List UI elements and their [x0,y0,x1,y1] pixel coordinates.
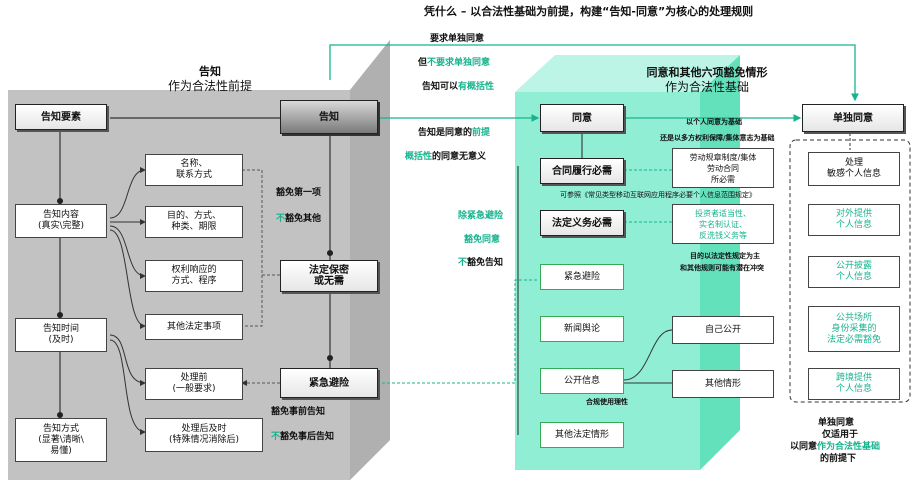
exempt-before-label: 豁免事前告知 [271,407,326,417]
method-box: 告知方式 (显著\清晰\ 易懂) [15,418,107,462]
notice-elements-box: 告知要素 [15,104,107,130]
labor-box: 劳动规章制度/集体 劳动合同 所必需 [672,148,774,188]
notice-box: 告知 [280,100,378,134]
self-public-box: 自己公开 [672,316,774,344]
left-panel-title: 告知 作为合法性前提 [150,65,270,93]
investor-box: 投资者适当性、 实名制认证、 反洗钱义务等 [672,204,774,244]
page-title: 凭什么 – 以合法性基础为前提，构建“告知-同意”为核心的处理规则 [424,5,754,18]
premise-label: 告知是同意的前提 [418,128,491,138]
name-box: 名称、 联系方式 [145,154,243,186]
collective-note: 还是以多方权利保障/集体意志为基础 [660,134,775,142]
exempt-consent-label: 豁免同意 [464,235,501,245]
footer-line3: 以同意作为合法性基础 [790,442,881,452]
consent-box: 同意 [540,104,624,132]
node-dot [327,250,333,256]
right-subtitle: 作为合法性基础 [664,80,749,94]
node-dot [57,412,63,418]
content-box: 告知内容 (真实\完整) [15,204,107,238]
right-title: 同意和其他六项豁免情形 [646,66,768,79]
legal-duty-box: 法定义务必需 [540,210,624,236]
require-separate-label: 要求单独同意 [430,34,485,44]
purpose-limit-note: 目的以法定性规定为主 [690,252,760,260]
footer-line2: 仅适用于 [822,430,859,440]
emergency-box-left: 紧急避险 [280,368,378,398]
ref-note: 可参照《常见类型移动互联网应用程序必要个人信息范围规定》 [560,191,756,199]
time-box: 告知时间 (及时) [15,318,107,352]
node-dot [57,198,63,204]
emergency-box-right: 紧急避险 [540,264,624,290]
separate-consent-box: 单独同意 [802,104,904,132]
node-dot [327,355,333,361]
node-dot [57,312,63,318]
provide-box: 对外提供 个人信息 [808,204,900,236]
cross-border-box: 跨境提供 个人信息 [808,368,900,400]
individual-basis-note: 以个人同意为基础 [686,118,742,126]
after-box: 处理后及时 (特殊情况消除后) [145,418,263,452]
contract-box: 合同履行必需 [540,158,624,184]
purpose-box: 目的、方式、 种类、期限 [145,206,243,238]
public-collect-box: 公共场所 身份采集的 法定必需豁免 [808,306,900,352]
left-title: 告知 [199,65,221,78]
disclose-box: 公开披露 个人信息 [808,256,900,288]
rights-box: 权利响应的 方式、程序 [145,260,243,292]
footer-line4: 的前提下 [820,454,857,464]
general-meaningless-label: 概括性的同意无意义 [405,152,487,162]
sensitive-box: 处理 敏感个人信息 [808,152,900,186]
news-box: 新闻舆论 [540,316,624,342]
public-info-box: 公开信息 [540,368,624,394]
exempt-after-label: 不豁免事后告知 [271,432,335,442]
other-case-box: 其他情形 [672,370,774,398]
left-subtitle: 作为合法性前提 [167,79,252,93]
not-exempt-notice-label: 不豁免告知 [458,258,504,268]
exempt-first-label: 豁免第一项 [276,188,322,198]
before-box: 处理前 (一般要求) [145,368,243,400]
except-emergency-label: 除紧急避险 [458,211,504,221]
conflict-note: 和其他规则可能有潜在冲突 [680,264,764,272]
right-panel-title: 同意和其他六项豁免情形 作为合法性基础 [632,66,782,94]
other-legal-box: 其他法定情形 [540,422,624,448]
exempt-other-label: 不豁免其他 [276,214,322,224]
general-label: 告知可以有概括性 [422,82,495,92]
secrecy-box: 法定保密 或无需 [280,260,378,292]
other-box: 其他法定事项 [145,314,243,340]
not-require-label: 但不要求单独同意 [418,58,491,68]
reasonable-use-note: 合规使用理性 [586,398,628,406]
footer-line1: 单独同意 [818,418,855,428]
